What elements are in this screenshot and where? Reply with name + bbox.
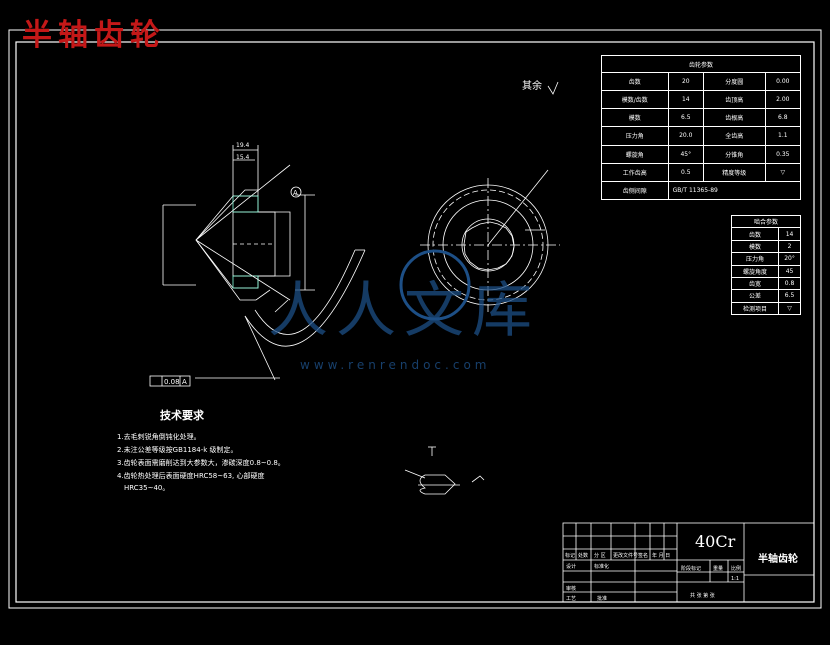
surface-note: 其余: [522, 81, 542, 92]
param-cell: 分度圆: [702, 71, 766, 92]
param-cell: 压力角: [601, 126, 669, 146]
param-cell: ▽: [764, 162, 802, 182]
tb-label: 工艺: [566, 596, 577, 602]
tb-label: 比例: [731, 566, 742, 572]
tb-label: 审核: [566, 586, 577, 592]
param-cell: 工作齿高: [601, 162, 669, 182]
mesh-cell: 0.8: [778, 276, 801, 291]
tb-header-cell: 处数: [578, 553, 589, 559]
dim-d2: 15.4: [236, 154, 250, 161]
tech-line: 2.未注公差等级按GB1184-k 级制定。: [117, 446, 238, 454]
param-table-title: 齿轮参数: [601, 55, 801, 73]
param-cell: 模数: [601, 108, 669, 128]
tb-label: 批准: [597, 596, 608, 602]
tb-header-cell: 签名: [638, 553, 649, 559]
param-cell: 1.1: [764, 126, 802, 146]
tb-label: 共 张 第 张: [690, 593, 715, 599]
part-name: 半轴齿轮: [758, 554, 798, 565]
watermark-brand: 人人文库: [268, 276, 540, 346]
param-cell: 0.00: [764, 71, 802, 92]
mesh-cell: ▽: [778, 301, 801, 316]
outer-border: [8, 29, 822, 609]
param-cell: 精度等级: [702, 162, 766, 182]
mesh-cell: 齿宽: [730, 276, 780, 291]
tech-line: 1.去毛刺锐角倒钝化处理。: [117, 433, 201, 441]
param-cell: 0.5: [667, 162, 704, 182]
tech-line: 4.齿轮热处理后表面硬度HRC58~63, 心部硬度: [117, 472, 265, 480]
param-cell: 0.35: [764, 144, 802, 164]
mesh-cell: 45: [778, 264, 801, 278]
watermark-logo-icon: [399, 249, 471, 321]
param-cell: 20.0: [667, 126, 704, 146]
mesh-cell: 模数: [730, 239, 780, 254]
flatness-value: 0.08: [164, 378, 180, 386]
material-label: 40Cr: [695, 532, 736, 551]
tech-line: HRC35~40。: [124, 484, 170, 492]
tb-header-cell: 标记: [565, 553, 576, 559]
tb-label: 设计: [566, 564, 577, 570]
param-cell: 6.5: [667, 108, 704, 128]
tb-label: 重量: [713, 566, 724, 572]
param-cell: 分锥角: [702, 144, 766, 164]
mesh-cell: 14: [778, 227, 801, 241]
watermark-url: www.renrendoc.com: [300, 358, 491, 372]
param-cell: 齿顶高: [702, 90, 766, 110]
param-cell: 齿数: [601, 71, 669, 92]
param-cell: 20: [667, 71, 704, 92]
param-cell: 模数/齿数: [601, 90, 669, 110]
mesh-cell: 公差: [730, 289, 780, 303]
mesh-cell: 2: [778, 239, 801, 254]
mesh-cell: 压力角: [730, 252, 780, 266]
tb-header-cell: 分 区: [594, 553, 606, 559]
tb-label: 阶段标记: [681, 566, 702, 572]
tb-label: 标准化: [594, 564, 610, 570]
param-cell: 全齿高: [702, 126, 766, 146]
mesh-cell: 齿数: [730, 227, 780, 241]
param-cell: 45°: [667, 144, 704, 164]
param-cell: 14: [667, 90, 704, 110]
tech-line: 3.齿轮表面需磨削达到大参数大，渗碳深度0.8~0.8。: [117, 459, 285, 467]
flatness-datum: A: [182, 378, 187, 386]
drawing-title-watermark: 半轴齿轮: [22, 18, 166, 53]
mesh-cell: 螺旋角度: [730, 264, 780, 278]
param-cell: 螺旋角: [601, 144, 669, 164]
surface-finish-symbol: [547, 81, 559, 95]
param-cell: 齿侧间隙: [601, 180, 669, 201]
gear-front-view: [420, 169, 560, 312]
mesh-table-title: 啮合参数: [731, 214, 801, 229]
mesh-cell: 6.5: [778, 289, 801, 303]
section-label: A: [293, 189, 298, 197]
param-cell: 齿根高: [702, 108, 766, 128]
gear-section-view: [149, 145, 366, 387]
param-cell: 2.00: [764, 90, 802, 110]
mesh-cell: 20°: [778, 252, 801, 266]
tb-header-cell: 更改文件号: [613, 553, 639, 559]
param-cell: 6.8: [764, 108, 802, 128]
detail-view: [404, 446, 485, 495]
inner-border: [15, 41, 815, 603]
title-block-frame: [562, 522, 815, 603]
mesh-cell: 检测项目: [730, 301, 780, 316]
param-cell: GB/T 11365-89: [667, 180, 802, 201]
dim-d1: 19.4: [236, 142, 250, 149]
scale-value: 1:1: [731, 576, 740, 582]
tb-header-cell: 年 月 日: [652, 553, 671, 559]
tech-requirements-title: 技术要求: [160, 409, 204, 422]
